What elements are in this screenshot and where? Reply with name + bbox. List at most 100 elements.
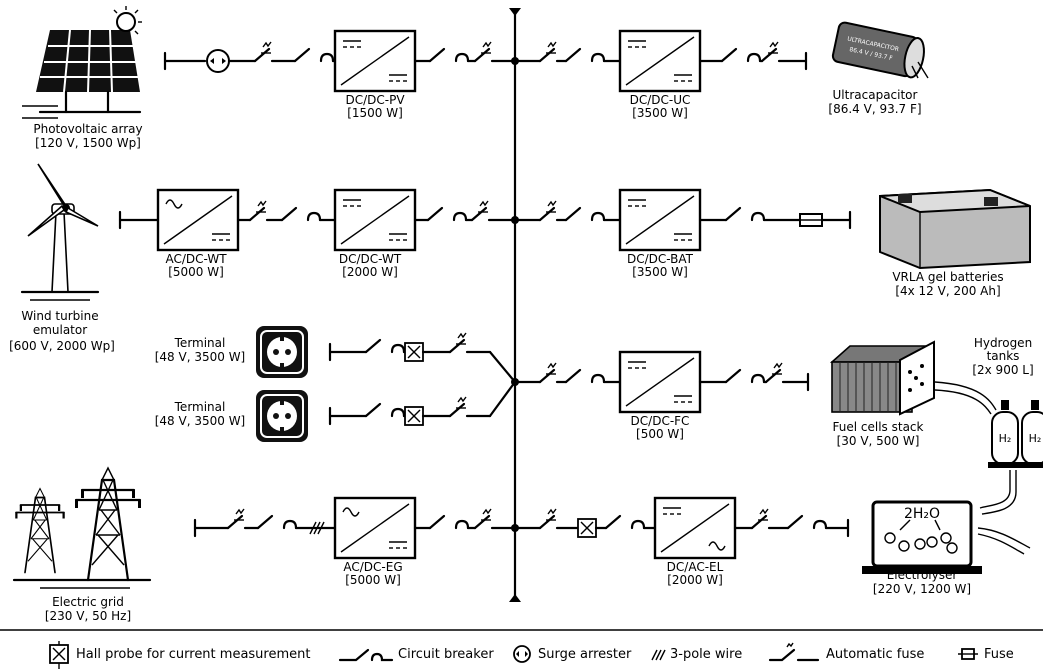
el-converter-label: DC/AC-EL — [667, 560, 724, 574]
electrolyser-icon — [862, 500, 1031, 574]
grid-branch: Electric grid [230 V, 50 Hz] AC/DC-EG [5… — [12, 466, 519, 623]
pv-name: Photovoltaic array — [33, 122, 142, 136]
uc-name: Ultracapacitor — [833, 88, 918, 102]
socket-icon — [255, 325, 309, 379]
automatic-fuse — [253, 40, 273, 63]
automatic-fuse — [538, 40, 558, 63]
converter-dcdc-wt — [333, 188, 417, 252]
pv-spec: [120 V, 1500 Wp] — [35, 136, 141, 150]
transmission-tower-icon — [12, 466, 152, 589]
electrolyser-branch: DC/AC-EL [2000 W] 2H₂O Electrolyser [220… — [513, 496, 1031, 596]
uc-converter-label: DC/DC-UC — [630, 93, 691, 107]
terminal1-name: Terminal — [174, 336, 226, 350]
h2-name-line1: Hydrogen — [974, 336, 1032, 350]
el-name: Electrolyser — [887, 568, 958, 582]
fc-spec: [30 V, 500 W] — [837, 434, 920, 448]
fc-converter-power: [500 W] — [636, 427, 684, 441]
circuit-breaker — [256, 514, 298, 530]
grid-spec: [230 V, 50 Hz] — [45, 609, 131, 623]
circuit-breaker — [428, 514, 470, 530]
terminal2-name: Terminal — [174, 400, 226, 414]
legend-autofuse-label: Automatic fuse — [826, 647, 924, 662]
automatic-fuse — [760, 40, 780, 63]
automatic-fuse — [538, 199, 558, 222]
converter-dcdc-uc — [618, 29, 702, 93]
bat-converter-power: [3500 W] — [632, 265, 688, 279]
converter-dcdc-pv — [333, 29, 417, 93]
ultracapacitor-icon: ULTRACAPACITOR 86.4 V / 93.7 F — [831, 21, 929, 79]
circuit-breaker — [364, 338, 406, 354]
automatic-fuse — [473, 40, 493, 63]
wt-converter1-label: AC/DC-WT — [165, 252, 227, 266]
automatic-fuse — [448, 395, 468, 418]
three-pole-wire-icon — [309, 521, 325, 535]
uc-spec: [86.4 V, 93.7 F] — [828, 102, 921, 116]
hall-probe-icon — [404, 406, 424, 426]
legend-circuit-breaker: Circuit breaker — [338, 647, 494, 662]
h2-symbol: H₂ — [999, 432, 1012, 445]
legend-surge-label: Surge arrester — [538, 647, 632, 662]
pv-panel-icon — [22, 6, 142, 119]
circuit-breaker — [564, 368, 606, 384]
fc-name: Fuel cells stack — [833, 420, 924, 434]
legend-three-pole-wire: 3-pole wire — [651, 647, 742, 662]
wind-branch: Wind turbine emulator [600 V, 2000 Wp] A… — [9, 163, 519, 353]
converter-acdc-wt — [156, 188, 240, 252]
bus-bottom-arrow — [509, 594, 521, 602]
bat-name: VRLA gel batteries — [892, 270, 1003, 284]
h2-spec: [2x 900 L] — [972, 363, 1033, 377]
grid-converter-label: AC/DC-EG — [343, 560, 402, 574]
el-formula: 2H₂O — [904, 506, 940, 522]
fuse-icon — [799, 213, 823, 227]
el-converter-power: [2000 W] — [667, 573, 723, 587]
bus-top-arrow — [509, 8, 521, 16]
uc-converter-power: [3500 W] — [632, 106, 688, 120]
converter-acdc-eg — [333, 496, 417, 560]
converter-dcdc-bat — [618, 188, 702, 252]
fuel-cell-stack-icon — [829, 340, 935, 416]
circuit-breaker — [720, 47, 762, 63]
circuit-breaker — [293, 47, 335, 63]
legend-hall-probe: Hall probe for current measurement — [49, 641, 310, 669]
hall-probe-icon — [404, 342, 424, 362]
hydrogen-tank-icon — [988, 400, 1043, 468]
automatic-fuse — [470, 199, 490, 222]
fc-converter-label: DC/DC-FC — [631, 414, 690, 428]
wt-converter2-power: [2000 W] — [342, 265, 398, 279]
hydrogen-tanks: Hydrogen tanks [2x 900 L] H₂ H₂ — [934, 336, 1043, 515]
legend-wire-label: 3-pole wire — [670, 647, 742, 662]
automatic-fuse — [226, 507, 246, 530]
circuit-breaker — [564, 206, 606, 222]
pv-branch: Photovoltaic array [120 V, 1500 Wp] DC/D… — [22, 6, 519, 150]
converter-dcdc-fc — [618, 350, 702, 414]
automatic-fuse — [448, 331, 468, 354]
battery-icon — [879, 188, 1031, 270]
surge-arrester — [206, 49, 230, 73]
wt-converter1-power: [5000 W] — [168, 265, 224, 279]
circuit-breaker — [786, 514, 828, 530]
uc-branch: DC/DC-UC [3500 W] ULTRACAPACITOR 86.4 V … — [513, 21, 929, 120]
legend-automatic-fuse: Automatic fuse — [768, 642, 924, 662]
pv-converter-label: DC/DC-PV — [345, 93, 405, 107]
wind-turbine-icon — [20, 163, 100, 301]
automatic-fuse — [538, 361, 558, 384]
automatic-fuse — [248, 199, 268, 222]
circuit-breaker — [426, 206, 468, 222]
legend-hall-label: Hall probe for current measurement — [76, 647, 310, 662]
automatic-fuse — [473, 507, 493, 530]
grid-name: Electric grid — [52, 595, 124, 609]
legend-breaker-label: Circuit breaker — [398, 647, 494, 662]
h2-symbol-2: H₂ — [1029, 432, 1042, 445]
fuelcell-branch: DC/DC-FC [500 W] Fuel cells stack [30 V,… — [513, 340, 935, 448]
bat-spec: [4x 12 V, 200 Ah] — [895, 284, 1000, 298]
wt-name-line2: emulator — [33, 323, 87, 337]
circuit-breaker — [604, 514, 646, 530]
hall-probe-icon — [577, 518, 597, 538]
wt-name-line1: Wind turbine — [21, 309, 98, 323]
circuit-breaker — [428, 47, 470, 63]
terminal-branch: Terminal [48 V, 3500 W] Terminal [48 V, … — [155, 325, 519, 443]
converter-dcac-el — [653, 496, 737, 560]
circuit-breaker — [564, 47, 606, 63]
circuit-breaker — [724, 368, 766, 384]
